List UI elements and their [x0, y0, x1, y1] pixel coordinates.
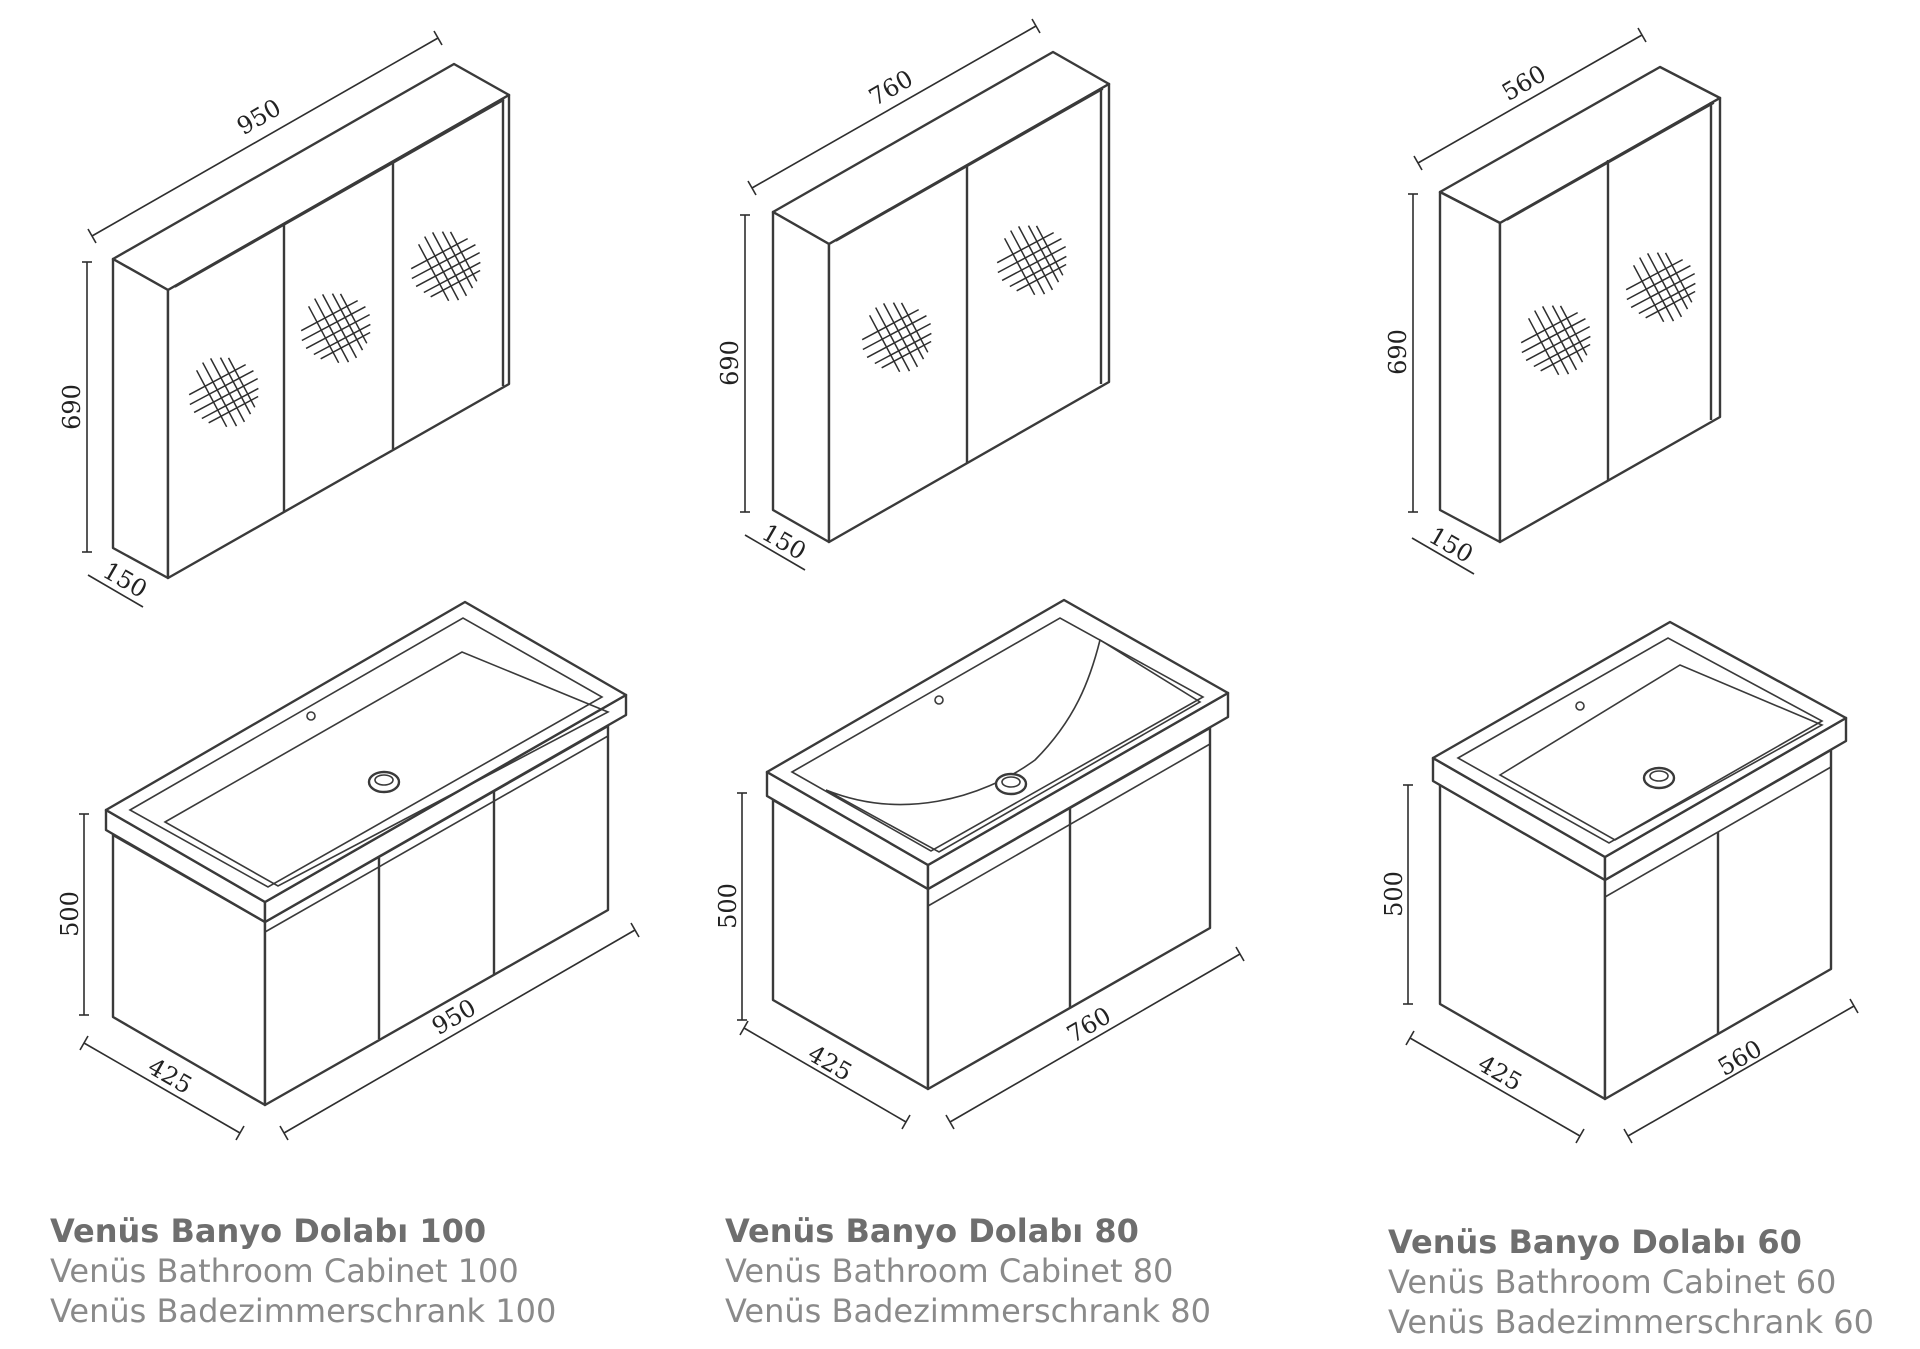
svg-text:760: 760	[864, 64, 918, 111]
door-decor-icon	[996, 225, 1067, 296]
svg-text:560: 560	[1497, 59, 1551, 106]
svg-text:950: 950	[232, 93, 286, 140]
tap-hole	[1575, 701, 1585, 711]
caption-title-en: Venüs Bathroom Cabinet 60	[1388, 1263, 1837, 1301]
basin-bowl	[825, 638, 1202, 853]
basin-top	[765, 598, 1230, 867]
mirror-cabinet-side	[771, 210, 831, 544]
basin-top	[104, 600, 628, 904]
svg-text:690: 690	[716, 340, 744, 386]
svg-text:500: 500	[714, 883, 742, 929]
dimension-height: 500	[56, 813, 89, 1016]
product-caption-100: Venüs Banyo Dolabı 100 Venüs Bathroom Ca…	[50, 1211, 556, 1331]
vanity-unit-100: 500 425 950	[56, 600, 640, 1141]
svg-text:425: 425	[803, 1039, 857, 1086]
door-decor-icon	[1625, 252, 1696, 323]
mirror-cabinet-side	[1438, 190, 1502, 544]
tap-hole	[306, 711, 316, 721]
caption-title-en: Venüs Bathroom Cabinet 80	[725, 1252, 1174, 1290]
dimension-height: 690	[1384, 193, 1418, 513]
caption-title-de: Venüs Badezimmerschrank 100	[50, 1292, 557, 1330]
mirror-cabinet-front	[1498, 96, 1722, 544]
vanity-unit-80: 500 425 760	[714, 598, 1245, 1130]
product-caption-60: Venüs Banyo Dolabı 60 Venüs Bathroom Cab…	[1388, 1222, 1874, 1342]
svg-text:150: 150	[1424, 521, 1478, 568]
door-decor-icon	[188, 357, 259, 428]
svg-text:500: 500	[1380, 871, 1408, 917]
caption-title-de: Venüs Badezimmerschrank 80	[725, 1292, 1211, 1330]
dimension-height: 500	[714, 792, 747, 1021]
caption-title-tr: Venüs Banyo Dolabı 100	[50, 1212, 487, 1250]
dimension-height: 690	[58, 261, 92, 553]
svg-text:690: 690	[58, 384, 86, 430]
dimension-height: 690	[716, 214, 750, 513]
dimension-depth: 150	[1411, 521, 1478, 575]
dimension-height: 500	[1380, 784, 1413, 1005]
mirror-cabinet-front	[827, 82, 1111, 544]
door-decor-icon	[1520, 305, 1591, 376]
svg-text:690: 690	[1384, 329, 1412, 375]
vanity-unit-60: 500 425 560	[1380, 620, 1859, 1144]
product-caption-80: Venüs Banyo Dolabı 80 Venüs Bathroom Cab…	[725, 1211, 1211, 1331]
mirror-cabinet-100: 950 690 150	[58, 30, 511, 608]
basin-top	[1431, 620, 1848, 859]
caption-title-tr: Venüs Banyo Dolabı 80	[725, 1212, 1139, 1250]
door-decor-icon	[410, 231, 481, 302]
caption-title-de: Venüs Badezimmerschrank 60	[1388, 1303, 1874, 1341]
caption-title-tr: Venüs Banyo Dolabı 60	[1388, 1223, 1802, 1261]
svg-text:500: 500	[56, 891, 84, 937]
mirror-cabinet-80: 760 690 150	[716, 18, 1111, 571]
door-decor-icon	[300, 293, 371, 364]
mirror-cabinet-60: 560 690 150	[1384, 27, 1722, 575]
tap-hole	[934, 695, 944, 705]
door-decor-icon	[861, 302, 932, 373]
caption-title-en: Venüs Bathroom Cabinet 100	[50, 1252, 519, 1290]
mirror-cabinet-front	[166, 93, 511, 580]
svg-text:560: 560	[1713, 1034, 1767, 1081]
mirror-cabinet-side	[111, 257, 170, 580]
